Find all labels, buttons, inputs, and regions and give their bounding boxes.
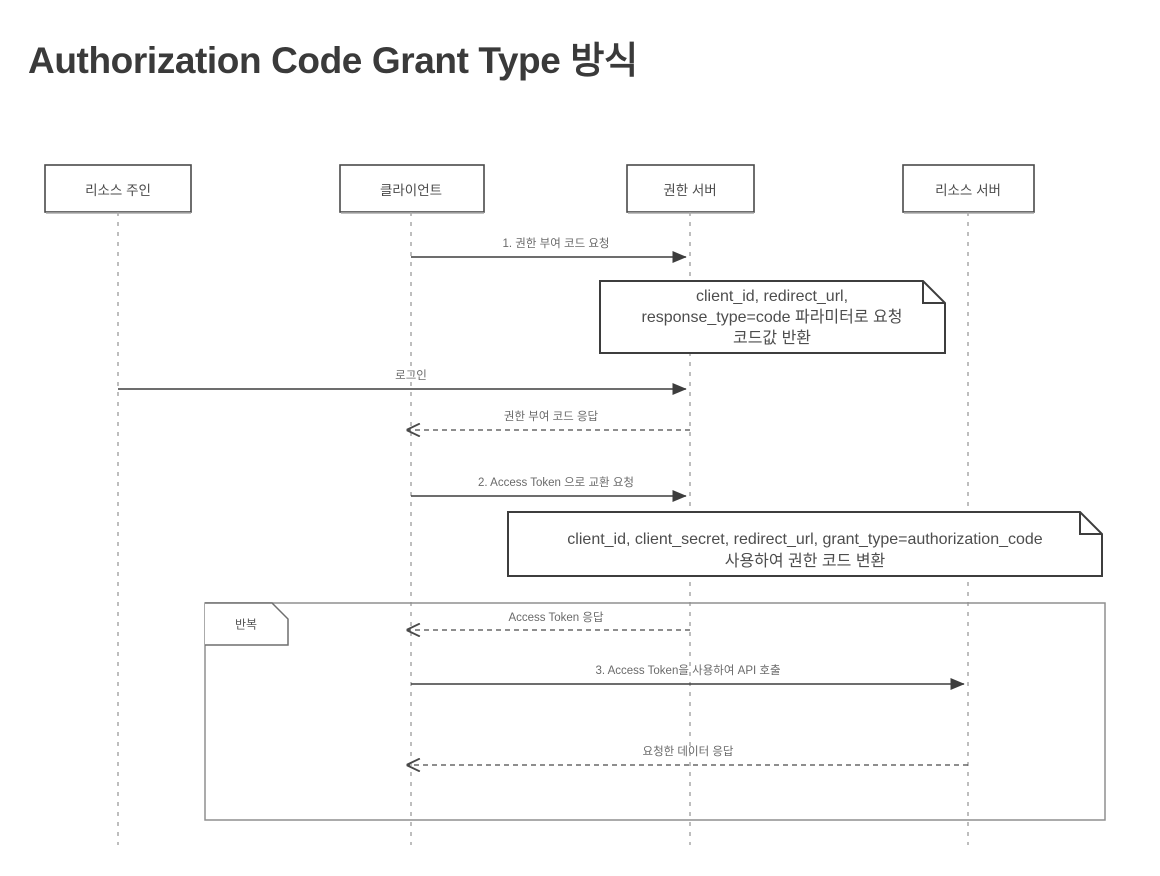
lifeline-head-auth-server (626, 164, 755, 845)
note-box-note-2 (507, 511, 1103, 577)
loop-fragment (204, 602, 1106, 821)
lifeline-head-client (339, 164, 485, 845)
page-title: Authorization Code Grant Type 방식 (28, 40, 638, 81)
note-box-note-1 (599, 280, 946, 354)
lifeline-head-resource-server (902, 164, 1035, 845)
lifeline-head-resource-owner (44, 164, 192, 845)
